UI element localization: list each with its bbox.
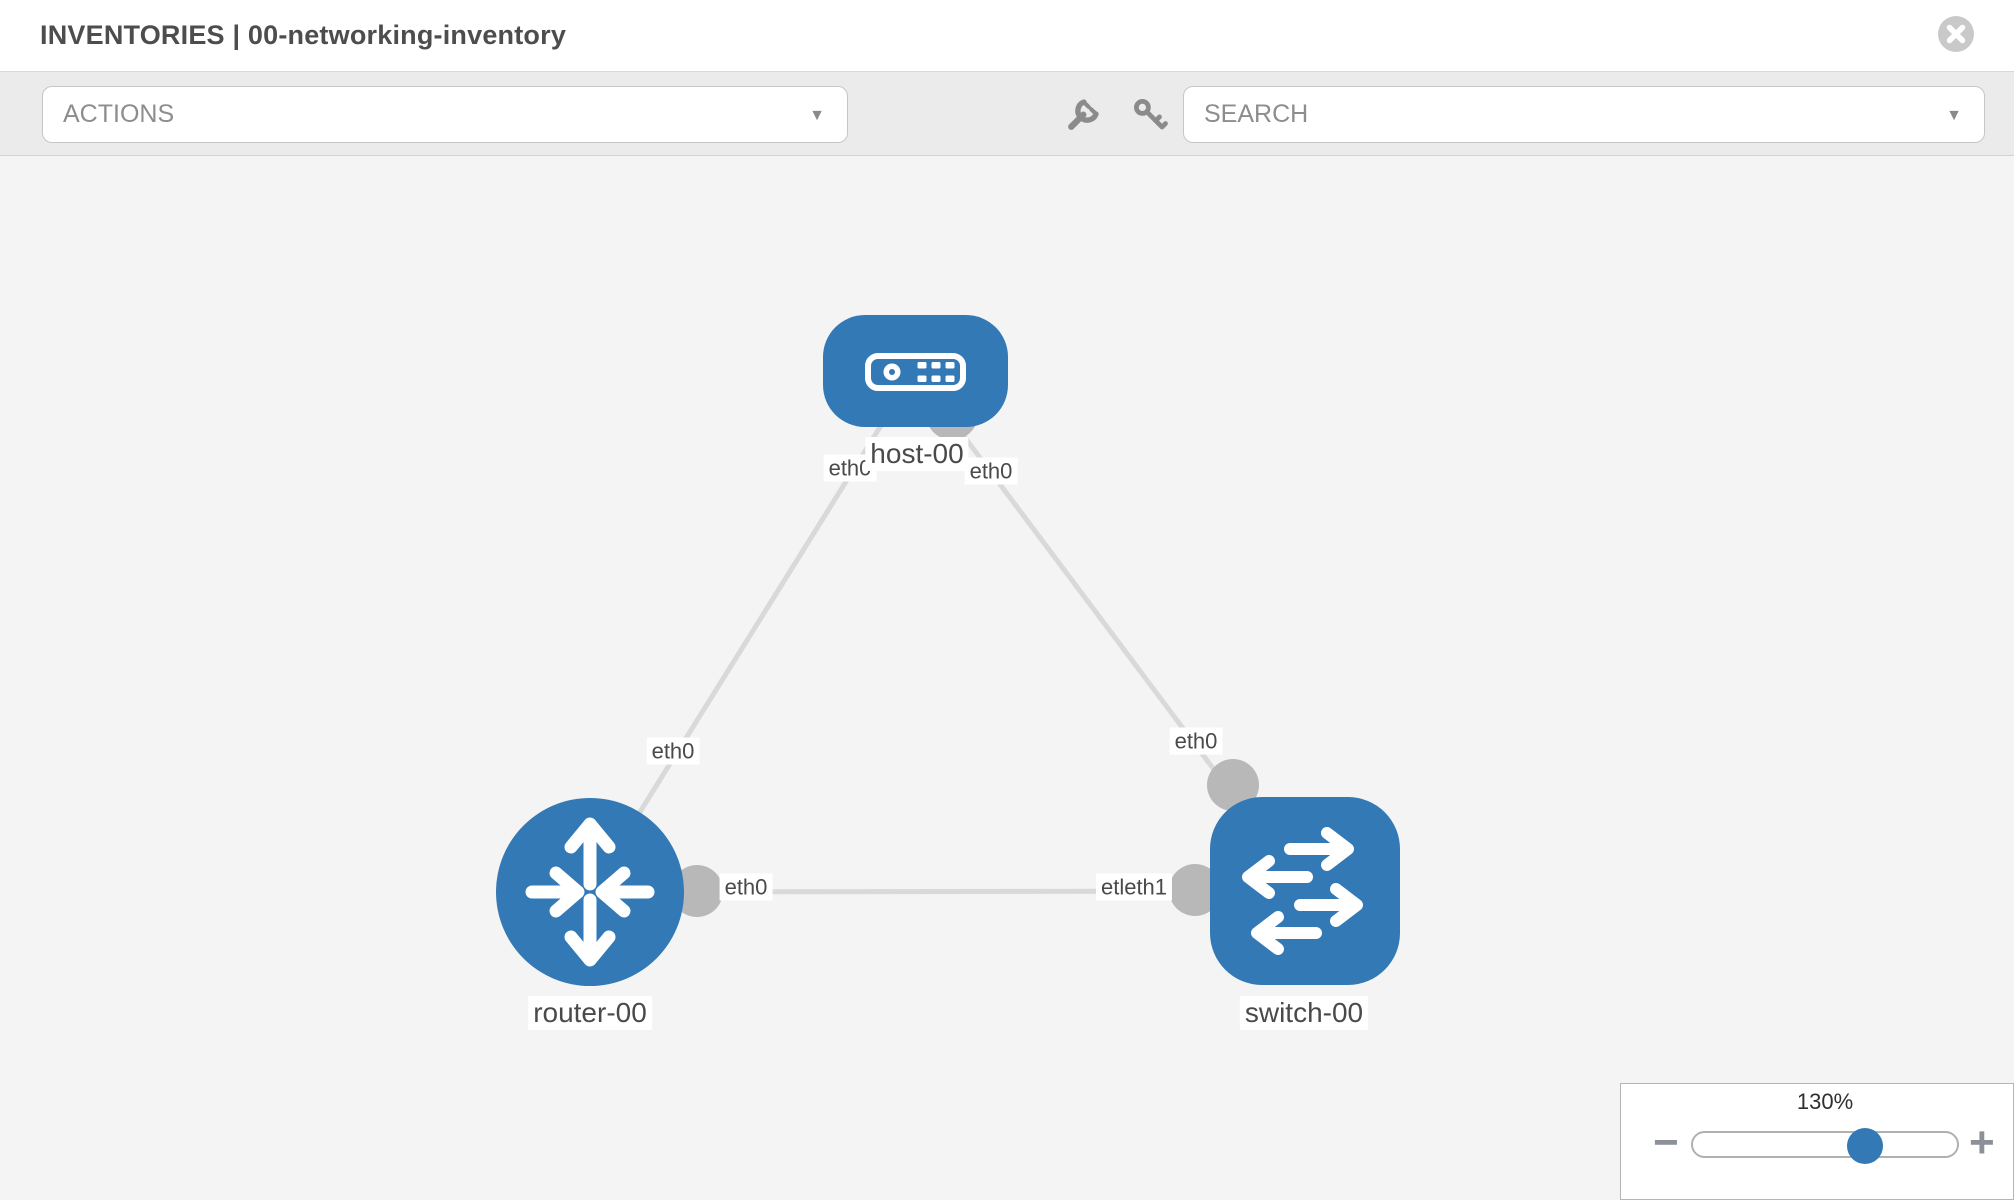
zoom-out-button[interactable]: − <box>1653 1118 1679 1167</box>
router-icon <box>525 817 655 967</box>
search-dropdown-label: SEARCH <box>1204 100 1309 128</box>
chevron-down-icon: ▼ <box>809 107 825 124</box>
node-switch[interactable] <box>1210 797 1400 985</box>
zoom-slider[interactable] <box>1691 1128 1959 1164</box>
actions-dropdown-label: ACTIONS <box>63 100 175 128</box>
switch-icon <box>1242 827 1363 955</box>
header-bar: INVENTORIES | 00-networking-inventory <box>0 0 2014 72</box>
interface-label-router-link: eth0 <box>646 737 700 765</box>
zoom-in-button[interactable]: + <box>1969 1118 1995 1167</box>
search-dropdown[interactable]: SEARCH ▼ <box>1183 86 1985 143</box>
zoom-panel: 130% − + <box>1620 1083 2014 1200</box>
interface-label-switch-link: etleth1 <box>1095 873 1173 901</box>
key-icon <box>1134 99 1168 130</box>
toolbar: ACTIONS ▼ SEARCH ▼ <box>0 72 2014 156</box>
wrench-icon <box>1068 99 1099 130</box>
configure-button[interactable] <box>1064 96 1102 134</box>
page-title: INVENTORIES | 00-networking-inventory <box>40 20 567 50</box>
actions-dropdown[interactable]: ACTIONS ▼ <box>42 86 848 143</box>
node-host[interactable] <box>823 315 1008 427</box>
close-icon <box>1938 16 1974 52</box>
node-label-switch: switch-00 <box>1239 996 1369 1030</box>
host-icon <box>865 353 966 391</box>
close-button[interactable] <box>1937 15 1975 53</box>
connector-switch-top[interactable] <box>1207 759 1259 811</box>
node-label-host: host-00 <box>865 437 969 471</box>
chevron-down-icon: ▼ <box>1946 107 1962 124</box>
node-label-router: router-00 <box>528 996 652 1030</box>
zoom-slider-handle[interactable] <box>1847 1128 1883 1164</box>
interface-label-host-right: eth0 <box>964 457 1018 485</box>
node-router[interactable] <box>496 798 684 986</box>
interface-label-switch-top: eth0 <box>1169 727 1223 755</box>
connector-router-right[interactable] <box>671 865 723 917</box>
interface-label-router-right: eth0 <box>719 873 773 901</box>
credentials-button[interactable] <box>1131 96 1169 134</box>
zoom-level: 130% <box>1796 1089 1854 1114</box>
connector-switch-left[interactable] <box>1169 864 1221 916</box>
